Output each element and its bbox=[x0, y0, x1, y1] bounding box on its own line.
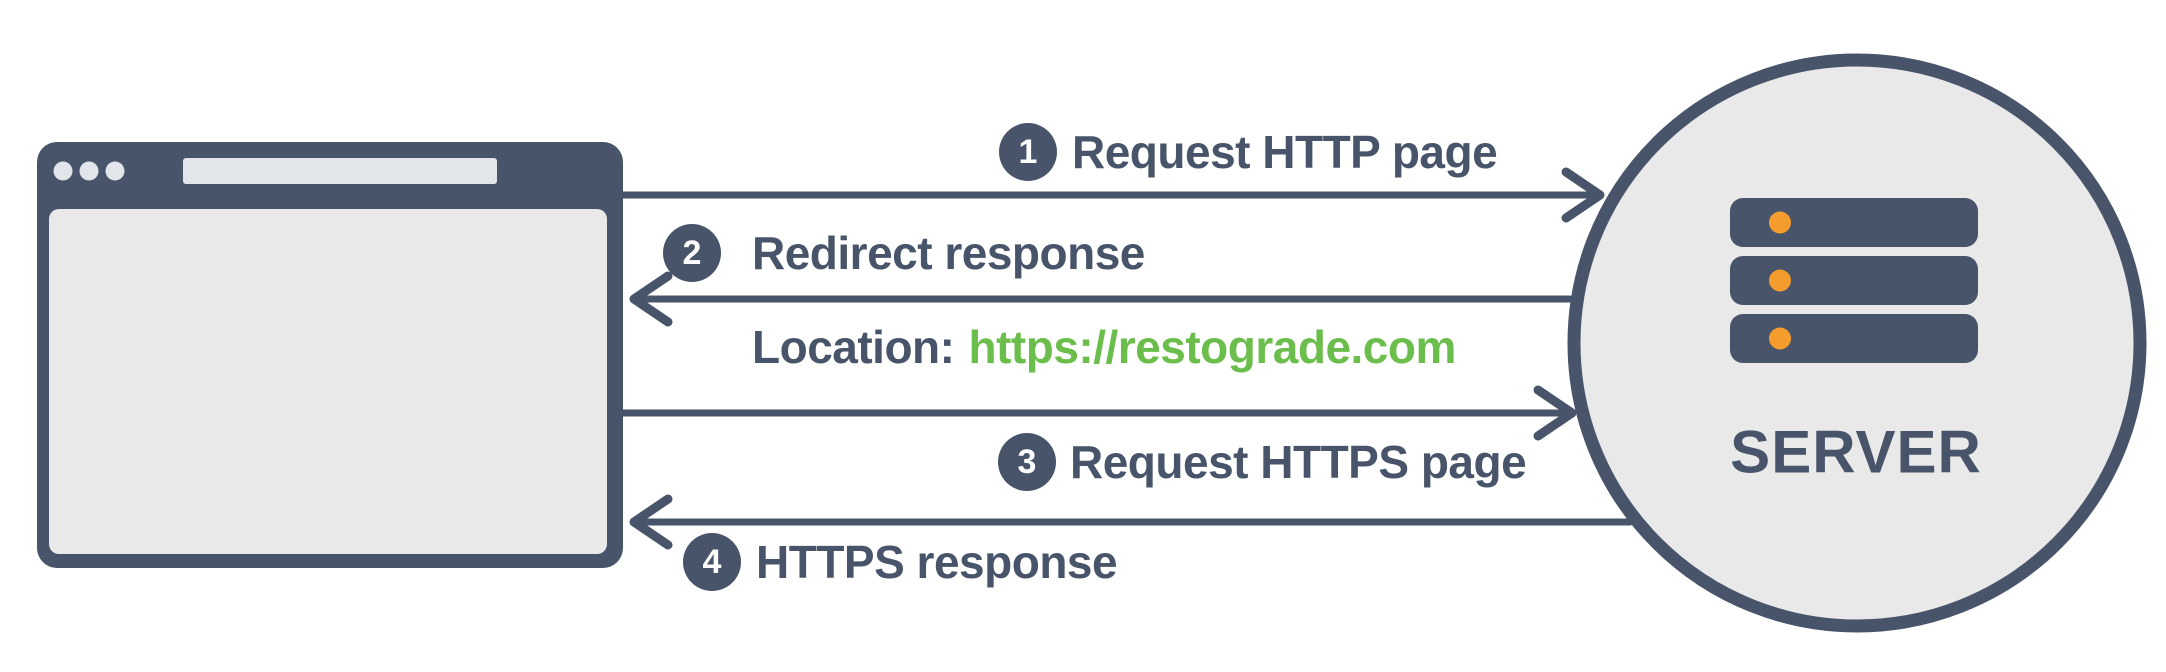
server-led-icon bbox=[1769, 327, 1791, 350]
arrowhead-right-icon bbox=[1561, 167, 1605, 223]
arrow-https-response bbox=[629, 494, 1634, 550]
server-caption: SERVER bbox=[1730, 418, 1982, 486]
arrow-redirect-response bbox=[629, 271, 1574, 327]
address-bar bbox=[183, 158, 497, 184]
server-led-icon bbox=[1769, 269, 1791, 292]
location-header-label: Location: bbox=[752, 321, 955, 373]
window-dot-icon bbox=[79, 161, 99, 181]
browser-viewport bbox=[49, 209, 607, 554]
arrow-request-http bbox=[619, 167, 1605, 223]
step-badge-4: 4 bbox=[683, 533, 741, 591]
server-rack-icon bbox=[1730, 198, 1978, 363]
arrow-request-https bbox=[619, 385, 1577, 441]
server-node bbox=[1567, 53, 2147, 633]
step-label-https-response: HTTPS response bbox=[756, 536, 1118, 588]
step-label-redirect-response: Redirect response bbox=[752, 227, 1145, 279]
step-label-request-https: Request HTTPS page bbox=[1070, 436, 1527, 488]
step-badge-1: 1 bbox=[999, 123, 1057, 181]
server-led-icon bbox=[1769, 211, 1791, 234]
redirect-location-header: Location:https://restograde.com bbox=[752, 320, 1456, 374]
step-badge-2: 2 bbox=[663, 224, 721, 282]
arrowhead-left-icon bbox=[629, 271, 673, 327]
arrowhead-left-icon bbox=[629, 494, 673, 550]
step-label-request-http: Request HTTP page bbox=[1072, 126, 1498, 178]
server-unit bbox=[1730, 198, 1978, 247]
window-dot-icon bbox=[105, 161, 125, 181]
location-header-url: https://restograde.com bbox=[968, 321, 1456, 373]
browser-window bbox=[37, 142, 623, 568]
arrowhead-right-icon bbox=[1533, 385, 1577, 441]
window-dot-icon bbox=[53, 161, 73, 181]
server-unit bbox=[1730, 314, 1978, 363]
server-unit bbox=[1730, 256, 1978, 305]
step-badge-3: 3 bbox=[998, 433, 1056, 491]
